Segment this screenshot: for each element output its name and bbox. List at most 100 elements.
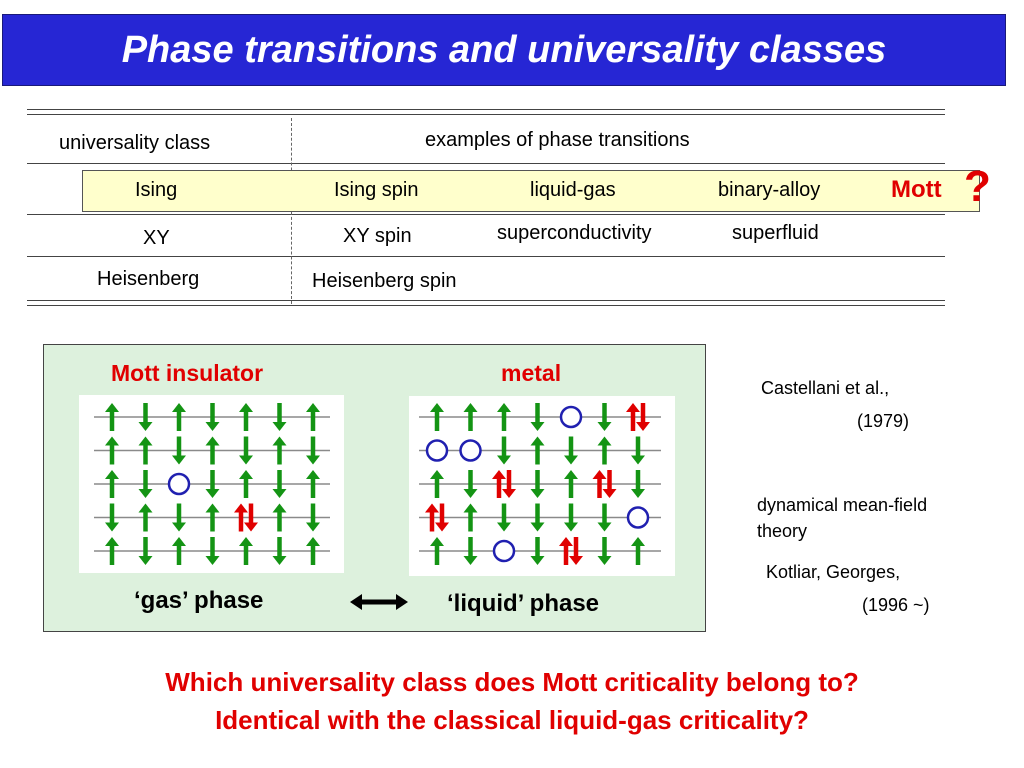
class-xy: XY xyxy=(143,227,170,249)
spin-down-icon xyxy=(530,403,545,431)
class-heisenberg: Heisenberg xyxy=(97,268,200,290)
spin-down-icon xyxy=(105,503,119,532)
spin-down-icon xyxy=(172,436,186,465)
spin-up-icon xyxy=(597,436,612,465)
spin-up-icon xyxy=(205,436,220,465)
spin-up-icon xyxy=(272,503,287,532)
spin-up-icon xyxy=(306,537,320,565)
example-binary-alloy: binary-alloy xyxy=(718,179,821,201)
mott-label: Mott xyxy=(891,176,942,203)
spin-down-icon xyxy=(272,403,287,431)
spin-down-icon xyxy=(530,470,545,498)
spin-down-icon xyxy=(497,503,511,532)
spin-up-icon xyxy=(105,436,119,465)
spin-down-icon xyxy=(497,436,511,465)
ref-kotliar-georges: Kotliar, Georges, xyxy=(766,562,901,582)
spin-down-icon xyxy=(205,537,220,565)
spin-up-icon xyxy=(430,403,444,431)
spin-up-icon xyxy=(138,503,153,532)
dmft-line1: dynamical mean-field xyxy=(757,495,928,515)
spin-up-icon xyxy=(497,403,511,431)
ref-kotliar-georges-year: (1996 ~) xyxy=(862,595,930,615)
mott-metal-panel: Mott insulator metal ‘gas’ phase ‘liquid… xyxy=(43,344,706,632)
spin-up-icon xyxy=(463,503,478,532)
spin-up-icon xyxy=(430,537,444,565)
spin-up-icon xyxy=(239,537,253,565)
question-line1: Which universality class does Mott criti… xyxy=(165,667,859,697)
spin-up-icon xyxy=(530,436,545,465)
liquid-phase-label: ‘liquid’ phase xyxy=(447,590,600,617)
question-line2: Identical with the classical liquid-gas … xyxy=(215,705,809,735)
metal-lattice xyxy=(409,396,675,576)
table-bottom-rule-double xyxy=(27,305,945,306)
mott-insulator-title: Mott insulator xyxy=(111,360,264,386)
spin-up-icon xyxy=(631,537,645,565)
hole-icon xyxy=(492,539,516,563)
spin-down-icon xyxy=(205,470,220,498)
dmft-line2: theory xyxy=(757,521,808,541)
spin-down-icon xyxy=(272,470,287,498)
table-row-rule xyxy=(27,214,945,215)
table-bottom-rule xyxy=(27,300,945,301)
spin-down-icon xyxy=(564,503,578,532)
spin-up-icon xyxy=(105,470,119,498)
example-superconductivity: superconductivity xyxy=(497,222,652,244)
doublon-icon xyxy=(492,470,516,498)
spin-down-icon xyxy=(530,537,545,565)
example-xy-spin: XY spin xyxy=(343,225,412,247)
spin-up-icon xyxy=(239,470,253,498)
spin-up-icon xyxy=(463,403,478,431)
metal-title: metal xyxy=(501,360,562,386)
spin-up-icon xyxy=(105,537,119,565)
spin-down-icon xyxy=(564,436,578,465)
spin-up-icon xyxy=(564,470,578,498)
hole-icon xyxy=(167,472,191,496)
mott-insulator-lattice xyxy=(79,395,344,573)
table-top-rule xyxy=(27,109,945,110)
spin-up-icon xyxy=(205,503,220,532)
spin-down-icon xyxy=(272,537,287,565)
example-ising-spin: Ising spin xyxy=(334,179,419,201)
table-top-rule-double xyxy=(27,114,945,115)
gas-phase-label: ‘gas’ phase xyxy=(134,587,264,614)
spin-down-icon xyxy=(205,403,220,431)
class-ising: Ising xyxy=(135,179,178,201)
spin-up-icon xyxy=(239,403,253,431)
spin-down-icon xyxy=(138,403,153,431)
ising-row-highlight xyxy=(82,170,980,212)
spin-up-icon xyxy=(430,470,444,498)
spin-down-icon xyxy=(239,436,253,465)
spin-down-icon xyxy=(597,537,612,565)
spin-down-icon xyxy=(463,537,478,565)
doublon-icon xyxy=(626,403,650,431)
spin-down-icon xyxy=(306,436,320,465)
spin-up-icon xyxy=(172,537,186,565)
doublon-icon xyxy=(425,503,449,532)
doublon-icon xyxy=(559,537,583,565)
example-heisenberg-spin: Heisenberg spin xyxy=(312,270,457,292)
spin-down-icon xyxy=(631,436,645,465)
mott-insulator-lattice-svg xyxy=(94,403,330,565)
example-superfluid: superfluid xyxy=(732,222,819,244)
spin-down-icon xyxy=(172,503,186,532)
spin-down-icon xyxy=(138,537,153,565)
spin-down-icon xyxy=(597,503,612,532)
table-header-rule xyxy=(27,163,945,164)
spin-up-icon xyxy=(138,436,153,465)
header-universality-class: universality class xyxy=(59,132,211,154)
spin-down-icon xyxy=(306,503,320,532)
hole-icon xyxy=(559,405,583,429)
title-bar: Phase transitions and universality class… xyxy=(2,14,1006,86)
metal-lattice-svg xyxy=(419,403,661,565)
hole-icon xyxy=(425,439,449,462)
ref-castellani: Castellani et al., xyxy=(761,378,890,398)
doublon-icon xyxy=(592,470,617,498)
table-row-rule xyxy=(27,256,945,257)
spin-up-icon xyxy=(105,403,119,431)
spin-up-icon xyxy=(306,403,320,431)
hole-icon xyxy=(459,439,482,462)
spin-down-icon xyxy=(463,470,478,498)
mott-question-mark: ? xyxy=(964,162,991,211)
doublon-icon xyxy=(234,503,258,532)
spin-down-icon xyxy=(138,470,153,498)
